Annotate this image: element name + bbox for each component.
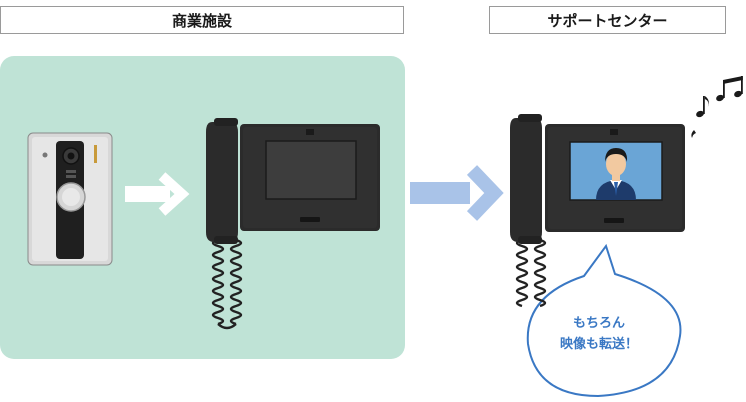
facility-monitor-icon (206, 118, 380, 330)
speech-bubble-line-2: 映像も転送！ (559, 337, 638, 352)
speech-bubble (526, 243, 682, 398)
speech-bubble-text: もちろん 映像も転送！ (534, 313, 664, 355)
person-avatar-icon (596, 148, 636, 200)
facility-label: 商業施設 (0, 6, 404, 34)
door-station-icon (27, 132, 113, 266)
arrow-right-white-icon (125, 172, 190, 216)
speech-bubble-line-1: もちろん (572, 316, 625, 331)
support-monitor-icon (510, 114, 685, 308)
music-note-icon (691, 76, 743, 138)
arrow-right-blue-icon (410, 165, 504, 221)
support-center-label: サポートセンター (489, 6, 726, 34)
support-center-label-text: サポートセンター (547, 11, 668, 30)
facility-label-text: 商業施設 (171, 11, 232, 30)
